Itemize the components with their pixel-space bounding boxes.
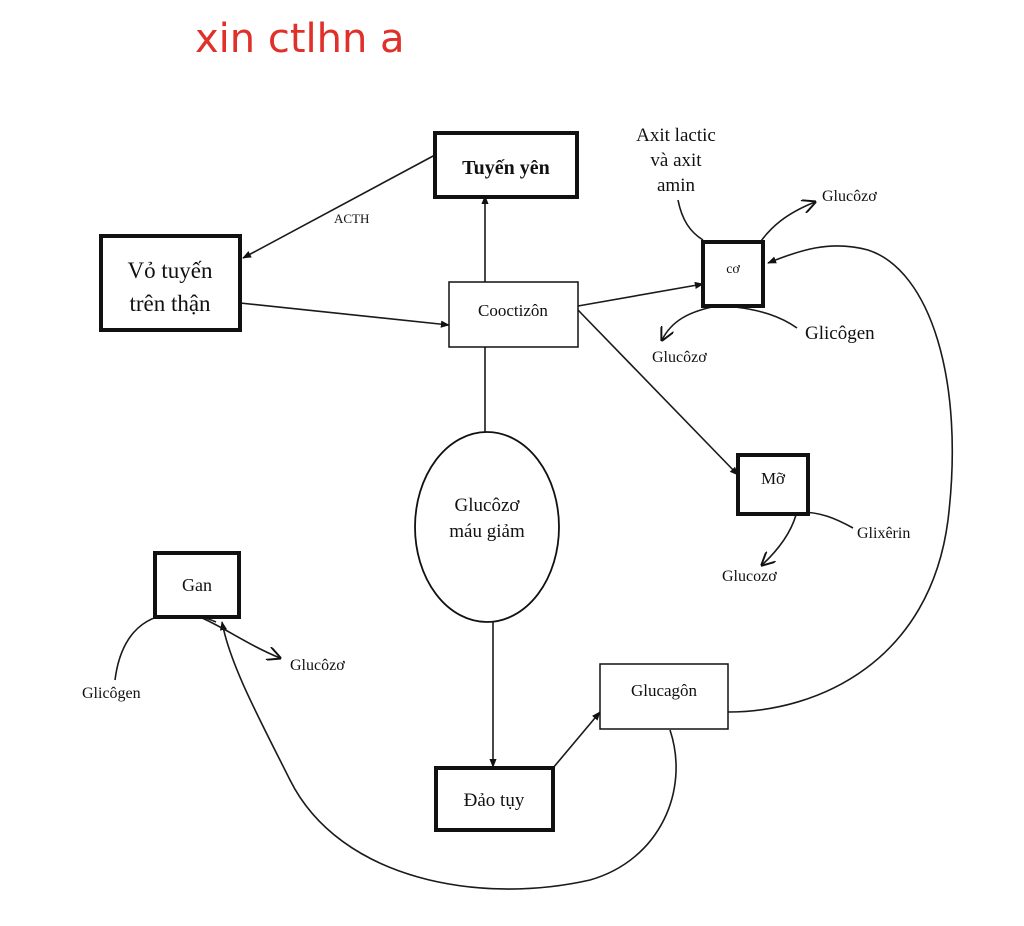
gan-label: Gan — [182, 575, 212, 595]
glucagon-to-co-curve — [727, 245, 954, 713]
glicogen-to-gan-curve — [114, 613, 217, 681]
tuyen-yen-label: Tuyến yên — [462, 157, 550, 179]
acth-label: ACTH — [334, 211, 369, 226]
vo-tuyen-label-line2: trên thận — [129, 291, 211, 316]
glicogen-to-co-curve — [734, 306, 798, 329]
gan-to-glucozo-arrow — [201, 617, 280, 658]
handwritten-note: xin ctlhn a — [195, 16, 405, 62]
axit-to-co-curve — [677, 199, 704, 241]
gan-box — [153, 551, 241, 619]
dao-tuy-to-glucagon-arrow — [552, 711, 601, 769]
glucagon-label: Glucagôn — [631, 681, 698, 700]
glucagon-box — [599, 663, 729, 730]
cooctizon-to-mo-arrow — [577, 309, 739, 476]
vo-tuyen-label-line1: Vỏ tuyến — [128, 258, 213, 283]
co-label: cơ — [726, 262, 740, 277]
mo-box — [736, 453, 810, 516]
acth-arrow — [242, 154, 436, 259]
glucozo-co-left-label: Glucôzơ — [652, 349, 707, 366]
co-box — [701, 240, 765, 308]
glucozo-gan-label: Glucôzơ — [290, 657, 345, 674]
vo-tuyen-to-cooctizon-arrow — [239, 302, 450, 328]
cooctizon-box — [448, 281, 579, 348]
glucagon-to-gan-curve — [219, 621, 677, 890]
glixerin-label: Glixêrin — [857, 525, 910, 542]
axit-label-line3: amin — [657, 175, 695, 196]
glicogen-gan-label: Glicôgen — [82, 685, 141, 702]
mo-label: Mỡ — [761, 469, 786, 488]
glucozo-mo-label: Glucozơ — [722, 568, 777, 585]
glucozo-mau-giam-line1: Glucôzơ — [455, 495, 521, 516]
glicogen-co-label: Glicôgen — [805, 323, 875, 344]
glucozo-mau-giam-ellipse — [414, 431, 560, 623]
dao-tuy-label: Đảo tụy — [464, 790, 525, 811]
glucozo-mau-giam-line2: máu giảm — [449, 521, 525, 542]
dao-tuy-box — [434, 766, 555, 832]
mo-to-glucozo-arrow — [762, 514, 797, 565]
cooctizon-label: Cooctizôn — [478, 301, 548, 320]
axit-label-line2: và axit — [650, 150, 702, 171]
vo-tuyen-tren-than-box — [99, 234, 242, 332]
tuyen-yen-box — [433, 131, 579, 199]
cooctizon-to-co-arrow — [577, 281, 704, 307]
co-to-glucozo-left-arrow — [662, 306, 713, 340]
glucozo-co-top-label: Glucôzơ — [822, 188, 877, 205]
axit-label-line1: Axit lactic — [636, 125, 716, 146]
